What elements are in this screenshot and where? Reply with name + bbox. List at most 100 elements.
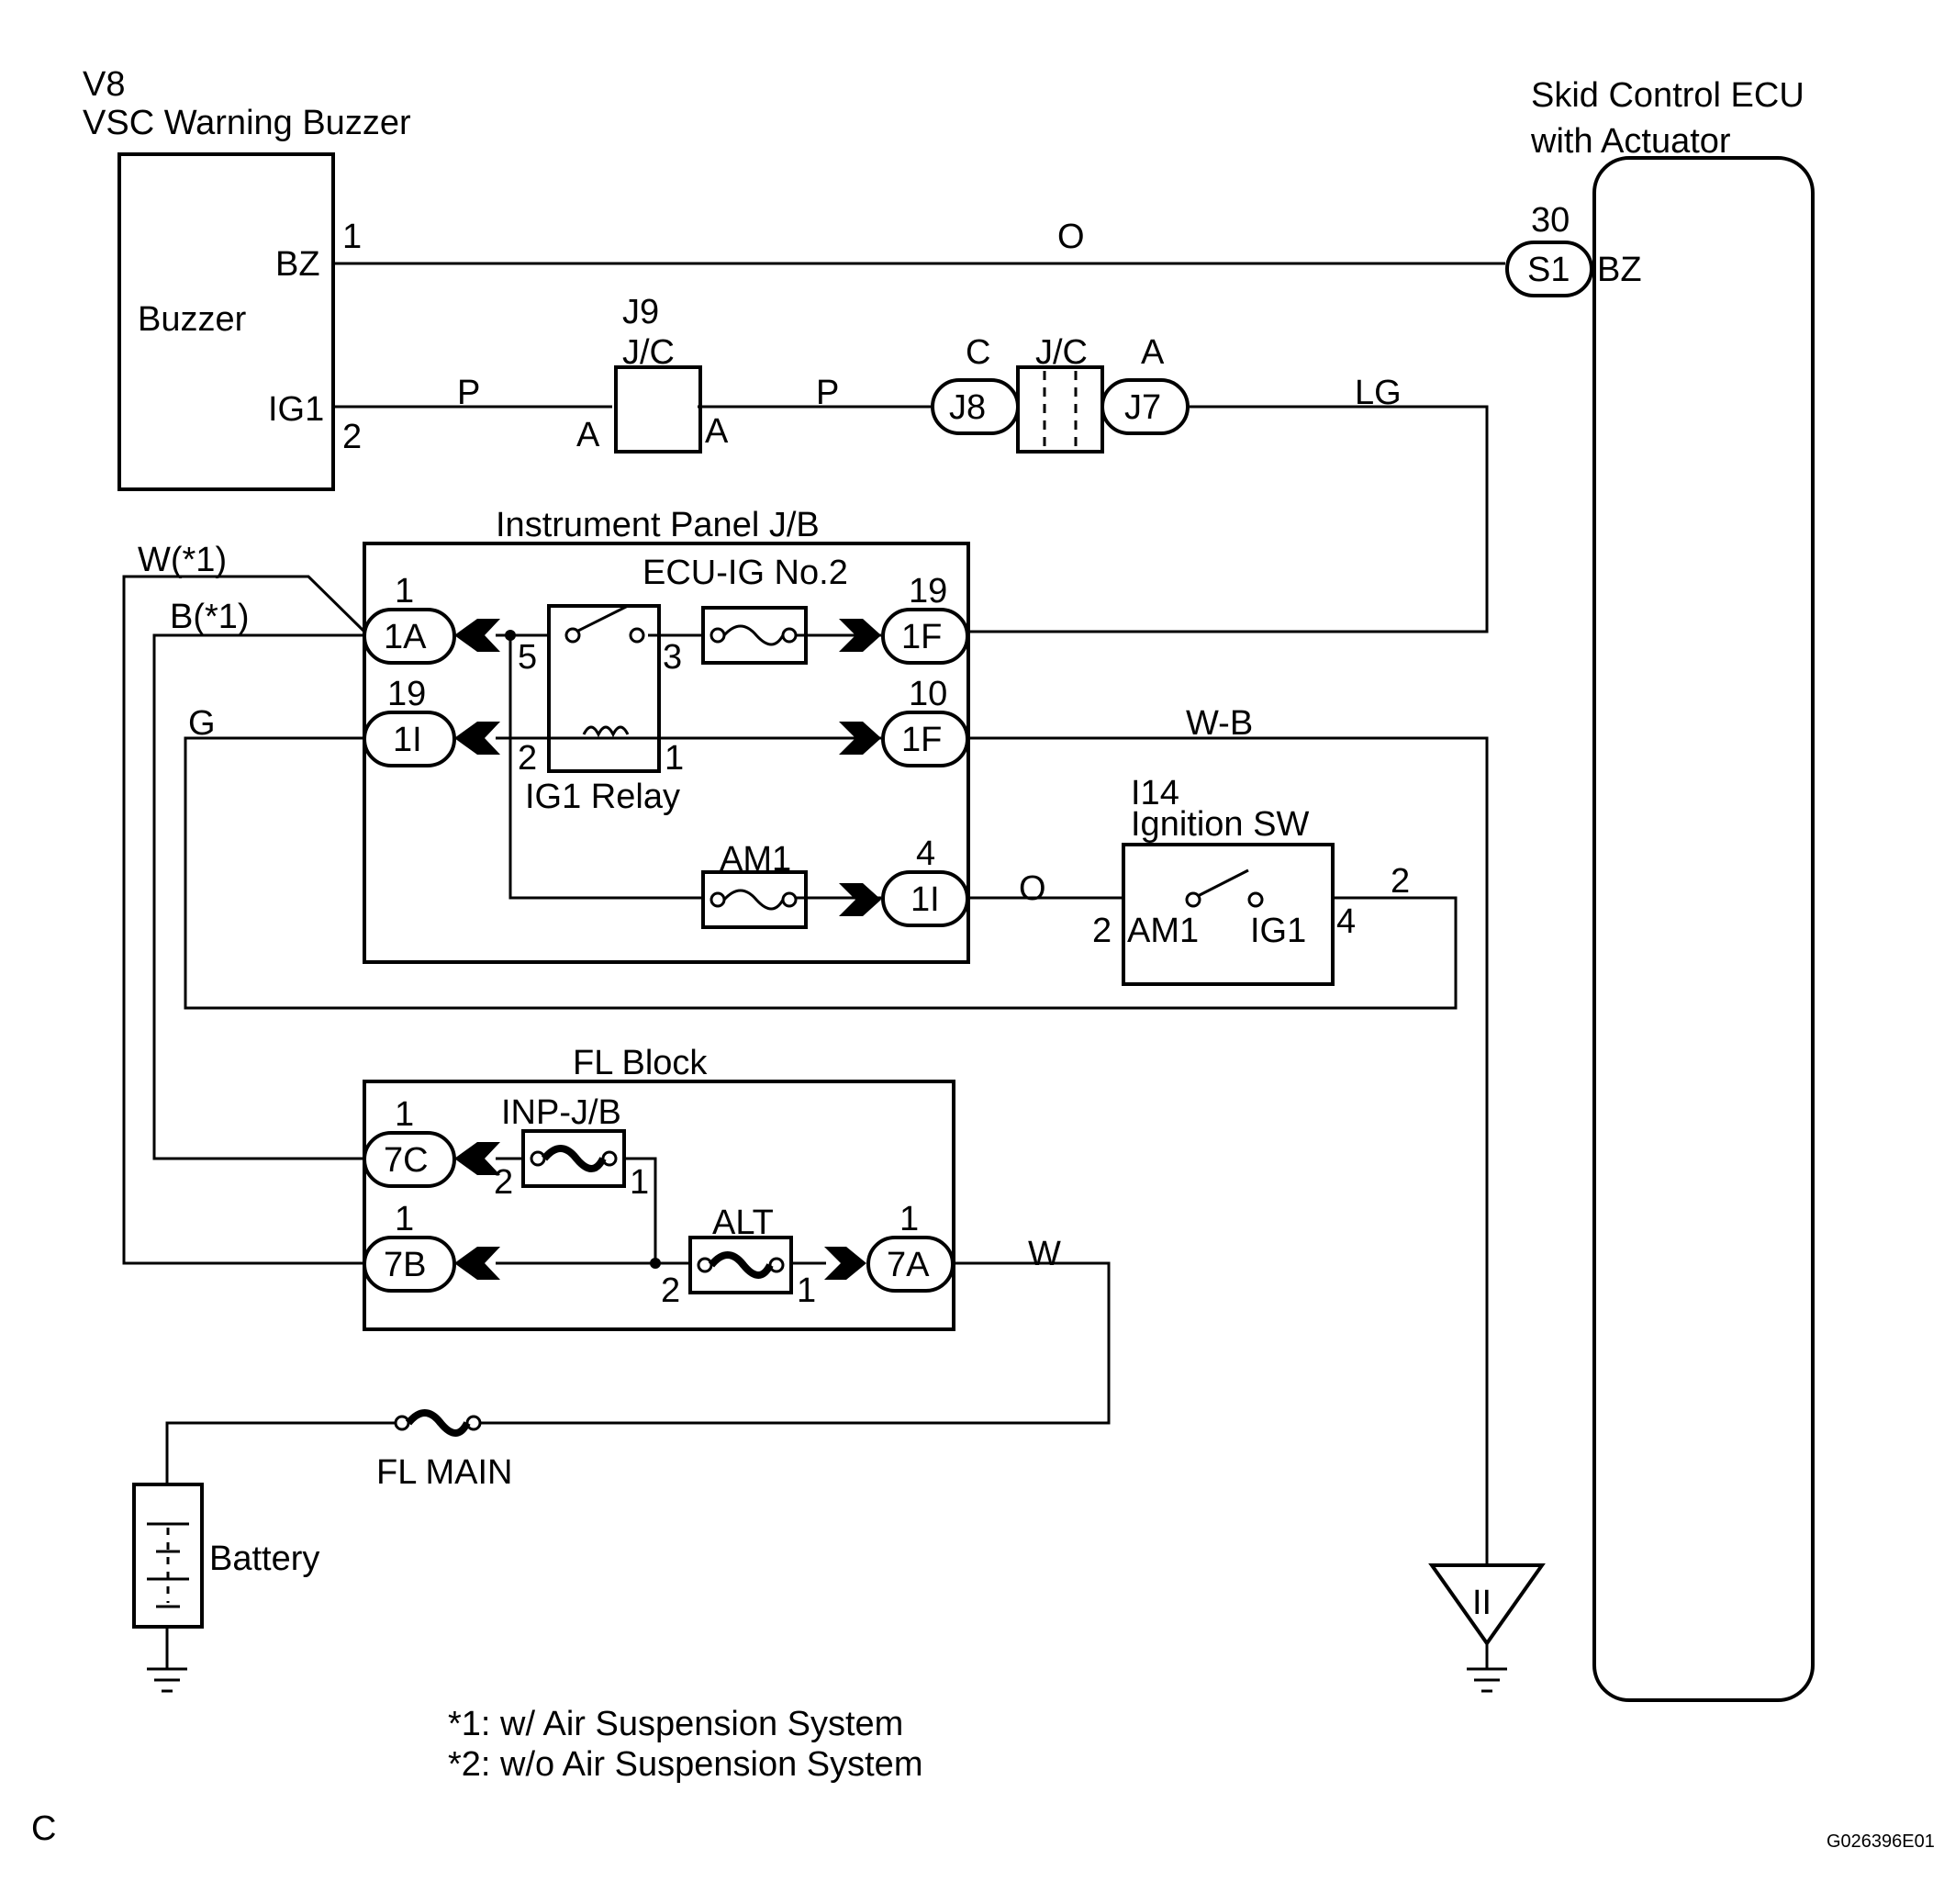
connector-1a-label: 1A	[384, 618, 427, 656]
flblock-box	[363, 1080, 955, 1331]
buzzer-pin-num-1: 1	[342, 218, 362, 256]
ignition-pin-ig1: IG1	[1250, 912, 1306, 950]
ecu-pin-bz: BZ	[1597, 251, 1642, 289]
note-2: *2: w/o Air Suspension System	[448, 1745, 922, 1784]
ground-point: II	[1428, 1563, 1546, 1693]
buzzer-box	[117, 152, 335, 491]
fuse-alt-box	[688, 1236, 793, 1294]
relay-pin-5: 5	[518, 638, 537, 677]
buzzer-code: V8	[83, 65, 125, 104]
ignition-pin-am1: AM1	[1127, 912, 1199, 950]
connector-1i-right-label: 1I	[911, 880, 940, 919]
ipjb-title: Instrument Panel J/B	[496, 506, 820, 544]
note-1: *1: w/ Air Suspension System	[448, 1705, 903, 1743]
wire-label-w1: W(*1)	[138, 541, 227, 579]
connector-1f-top-label: 1F	[901, 618, 942, 656]
connector-1f-mid	[881, 711, 969, 767]
relay-pin-2: 2	[518, 739, 537, 778]
connector-s1-label: S1	[1527, 251, 1570, 289]
skid-control-ecu: Skid Control ECU with Actuator 30 S1 BZ	[1505, 76, 1815, 1702]
j9-code: J9	[622, 293, 659, 331]
ignition-switch: I14 Ignition SW AM1 IG1 2 4	[1092, 774, 1356, 986]
j9-pin-right: A	[705, 412, 729, 451]
wire-label-p-right: P	[816, 374, 839, 412]
ecu-pin-num-30: 30	[1531, 201, 1570, 240]
fuse-inp-label: INP-J/B	[501, 1093, 621, 1132]
connector-s1	[1505, 241, 1593, 297]
junction-connector-j9: J9 J/C A A	[576, 293, 729, 454]
ignition-name: Ignition SW	[1131, 805, 1309, 844]
connector-1i-left-num: 19	[387, 675, 426, 713]
buzzer-pin-bz: BZ	[275, 245, 320, 284]
junction-connector-j8-j7: C J/C A J8 J7	[931, 333, 1190, 454]
alt-pin-1: 1	[797, 1271, 816, 1310]
connector-7b	[363, 1236, 456, 1293]
connector-7a	[866, 1236, 955, 1293]
connector-7a-num: 1	[899, 1200, 919, 1238]
connector-j7	[1100, 378, 1190, 435]
j7-pin-a: A	[1141, 333, 1165, 372]
battery-ground-icon	[147, 1667, 187, 1693]
battery-label: Battery	[209, 1540, 319, 1578]
fl-main-label: FL MAIN	[376, 1453, 513, 1492]
ipjb-box	[363, 542, 970, 964]
connector-7c-num: 1	[395, 1095, 414, 1134]
fuse-inp-box	[521, 1129, 626, 1188]
connector-j7-label: J7	[1124, 388, 1161, 427]
ignition-out-pin-num: 2	[1391, 862, 1410, 901]
wire-label-lg: LG	[1355, 374, 1402, 412]
ground-icon	[1467, 1667, 1507, 1693]
connector-7a-label: 7A	[887, 1246, 930, 1284]
ignition-code: I14	[1131, 774, 1179, 812]
ecu-box	[1592, 156, 1815, 1702]
inp-pin-2: 2	[494, 1163, 513, 1202]
connector-1i-right-num: 4	[916, 834, 935, 873]
instrument-panel-jb: Instrument Panel J/B 5 3 2 1 IG1 Relay E…	[363, 506, 970, 964]
connector-7c-label: 7C	[384, 1141, 429, 1180]
connector-j8-label: J8	[949, 388, 986, 427]
wires	[122, 262, 1505, 1669]
fuse-ecuig-label: ECU-IG No.2	[642, 554, 848, 592]
connector-1f-top	[881, 608, 969, 665]
ignition-box	[1122, 843, 1335, 986]
buzzer-body-label: Buzzer	[138, 300, 247, 339]
ig1-relay-box	[547, 604, 661, 773]
figure-id: G026396E01	[1827, 1831, 1935, 1852]
ecu-name-line1: Skid Control ECU	[1531, 76, 1804, 115]
connector-1f-mid-num: 10	[909, 675, 947, 713]
ignition-num-left: 2	[1092, 912, 1112, 950]
ignition-num-right: 4	[1336, 902, 1356, 941]
corner-label: C	[31, 1809, 56, 1848]
battery: Battery	[132, 1483, 319, 1693]
j8-pin-c: C	[966, 333, 990, 372]
connector-1i-right	[881, 870, 969, 927]
ig1-relay-label: IG1 Relay	[525, 778, 680, 816]
wire-label-w-bottom: W	[1028, 1235, 1061, 1273]
buzzer-pin-num-2: 2	[342, 418, 362, 456]
connector-7b-num: 1	[395, 1200, 414, 1238]
wire-label-o-mid: O	[1019, 869, 1046, 908]
connector-1a-num: 1	[395, 572, 414, 610]
flblock-title: FL Block	[573, 1044, 708, 1082]
connector-j8	[931, 378, 1020, 435]
ground-symbol-label: II	[1472, 1584, 1492, 1622]
wire-label-b1: B(*1)	[170, 598, 250, 636]
ecu-name-line2: with Actuator	[1530, 122, 1731, 161]
wire-label-p-left: P	[457, 374, 480, 412]
fl-main-fuse: FL MAIN	[376, 1409, 513, 1492]
connector-1i-left	[363, 711, 456, 767]
connector-1f-mid-label: 1F	[901, 721, 942, 759]
fuse-ecuig-box	[701, 606, 808, 665]
wire-label-wb: W-B	[1186, 704, 1253, 743]
connector-1i-left-label: 1I	[393, 721, 422, 759]
wire-label-g: G	[188, 704, 216, 743]
j9-box	[614, 365, 702, 454]
inp-pin-1: 1	[630, 1163, 649, 1202]
fuse-am1-box	[701, 870, 808, 929]
j9-pin-left: A	[576, 416, 600, 454]
connector-7b-label: 7B	[384, 1246, 426, 1284]
connector-1a	[363, 608, 456, 665]
buzzer-name: VSC Warning Buzzer	[83, 104, 411, 142]
buzzer-pin-ig1: IG1	[268, 390, 324, 429]
